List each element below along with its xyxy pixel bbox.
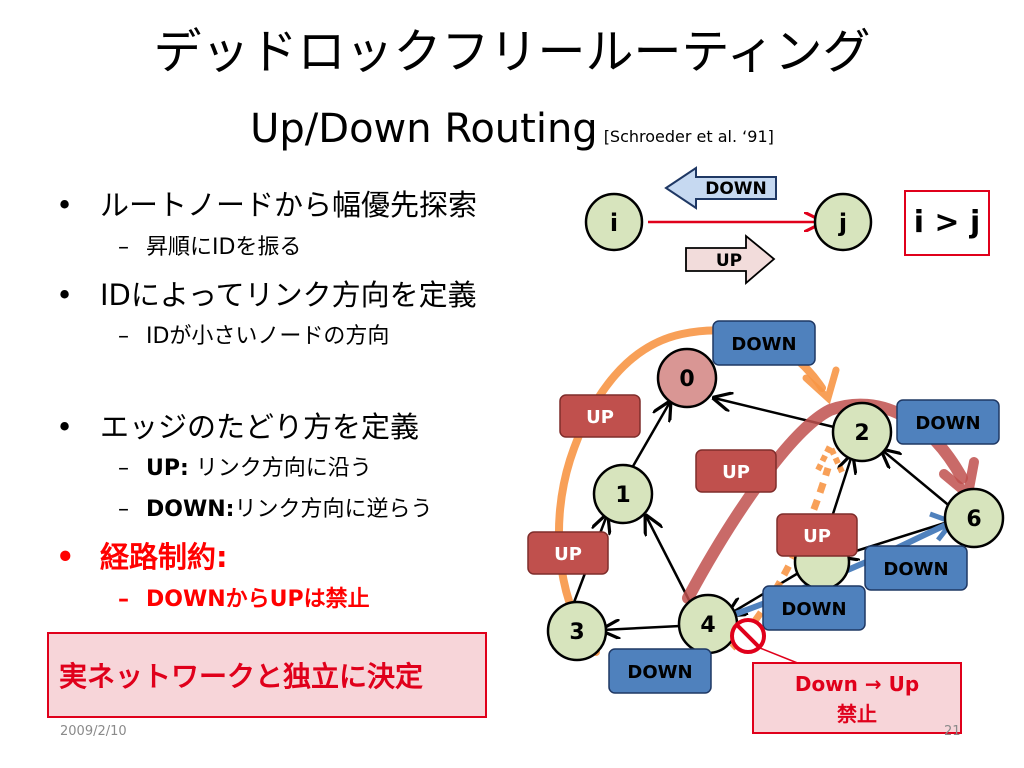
node-0: [656, 347, 718, 409]
up-label: UP:: [146, 456, 189, 481]
node-2: [831, 401, 893, 463]
subtitle-text: Up/Down Routing: [250, 106, 598, 152]
legend-up-label: UP: [716, 251, 742, 271]
node-0-label: 0: [679, 367, 694, 392]
node-6: [943, 487, 1005, 549]
orange-dotted-route: [729, 466, 832, 651]
legend-node-i: [584, 192, 644, 252]
down-tag-5-label: DOWN: [627, 662, 692, 683]
up-tag-1: [559, 394, 641, 438]
bullet-4-text: 経路制約:: [100, 540, 228, 574]
legend-down-arrow: [664, 166, 777, 210]
prohibited-icon: [730, 618, 766, 654]
up-tag-4: [776, 513, 858, 557]
sub-bullet-text: リンク方向に沿う: [188, 456, 372, 481]
ban-callout-pointer: [759, 647, 801, 665]
legend-node-i-label: i: [610, 209, 618, 237]
bullet-2: •IDによってリンク方向を定義: [56, 278, 477, 312]
slide-subtitle: Up/Down Routing [Schroeder et al. ‘91]: [0, 104, 1024, 162]
down-tag-1-label: DOWN: [731, 334, 796, 355]
sub-bullet-3-2: –DOWN:リンク方向に逆らう: [118, 497, 433, 522]
sub-bullet-3-1: –UP: リンク方向に沿う: [118, 456, 372, 481]
legend-down-label: DOWN: [705, 179, 767, 199]
up-tag-2: [695, 449, 777, 493]
up-tag-2-label: UP: [722, 462, 750, 483]
down-label: DOWN:: [146, 497, 235, 522]
edge-1-0: [630, 402, 670, 469]
edge-4-1: [646, 516, 692, 603]
edge-4-3: [602, 626, 681, 630]
bullet-4: •経路制約:: [56, 540, 228, 574]
bullet-1-text: ルートノードから幅優先探索: [100, 188, 478, 222]
edge-6-2: [882, 450, 953, 509]
down-tag-1: [712, 320, 816, 366]
down-tag-2: [896, 399, 1000, 445]
sub-bullet-text: 昇順にIDを振る: [146, 235, 302, 260]
up-tag-4-label: UP: [803, 526, 831, 547]
sub-bullet-1-1: –昇順にIDを振る: [118, 235, 302, 260]
bullet-3-text: エッジのたどり方を定義: [100, 410, 420, 444]
up-tag-3: [527, 531, 609, 575]
up-tag-3-label: UP: [554, 544, 582, 565]
node-3-label: 3: [569, 620, 584, 645]
legend-node-j-label: j: [838, 209, 847, 237]
down-tag-4-label: DOWN: [781, 599, 846, 620]
node-1-label: 1: [615, 483, 630, 508]
sub-bullet-text: IDが小さいノードの方向: [146, 324, 390, 349]
edge-6-5: [840, 520, 949, 556]
node-6-label: 6: [966, 507, 981, 532]
down-tag-3: [864, 545, 968, 591]
callout-box: 実ネットワークと独立に決定: [47, 632, 487, 718]
down-tag-5: [608, 648, 712, 694]
bullet-1: •ルートノードから幅優先探索: [56, 188, 478, 222]
sub-bullet-text: リンク方向に逆らう: [234, 497, 433, 522]
ban-line-2: 禁止: [837, 702, 877, 726]
footer-date: 2009/2/10: [60, 724, 127, 739]
down-tag-2-label: DOWN: [915, 413, 980, 434]
node-4-label: 4: [700, 613, 715, 638]
orange-route-arrowhead: [802, 366, 840, 405]
ban-callout: Down → Up 禁止: [752, 662, 962, 734]
node-3: [546, 600, 608, 662]
up-tag-1-label: UP: [586, 407, 614, 428]
orange-dotted-arrowhead: [815, 439, 845, 474]
sub-bullet-4-1: –DOWNからUPは禁止: [118, 587, 370, 612]
legend-node-j: [813, 192, 873, 252]
ban-line-1: Down → Up: [794, 672, 920, 696]
citation: [Schroeder et al. ‘91]: [603, 127, 774, 146]
relation-box: i > j: [904, 190, 990, 256]
sub-bullet-2-1: –IDが小さいノードの方向: [118, 324, 390, 349]
down-tag-3-label: DOWN: [883, 559, 948, 580]
legend-up-arrow: [685, 234, 776, 285]
slide-title: デッドロックフリールーティング: [153, 24, 871, 80]
node-2-label: 2: [854, 421, 869, 446]
node-1: [592, 463, 654, 525]
bullet-2-text: IDによってリンク方向を定義: [100, 278, 477, 312]
bullet-3: •エッジのたどり方を定義: [56, 410, 420, 444]
page-number: 21: [944, 724, 961, 739]
sub-bullet-text: DOWNからUPは禁止: [146, 587, 370, 612]
down-tag-4: [762, 585, 866, 631]
